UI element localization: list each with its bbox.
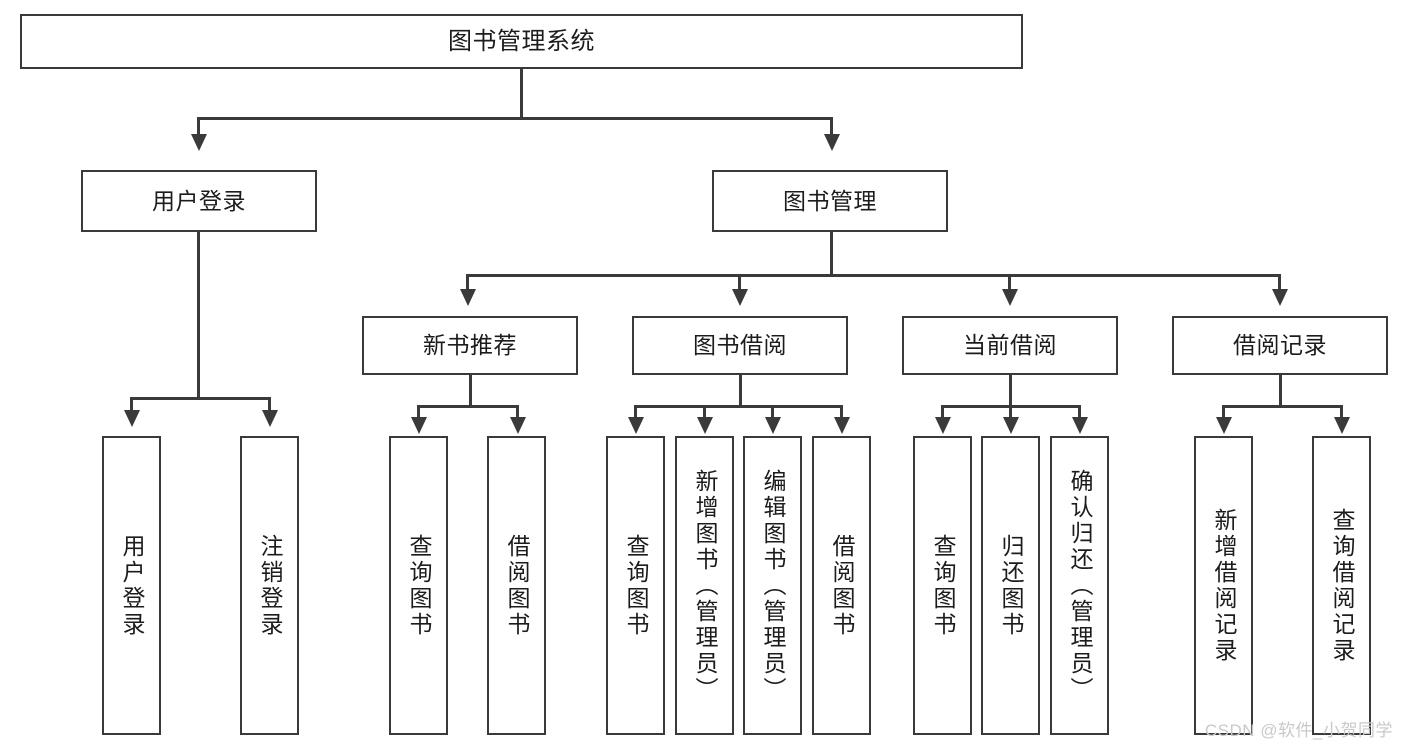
connector-user-login-drop-2: [268, 397, 271, 413]
connector-book-manage-stem: [830, 232, 833, 274]
arrow-to-user-login: [191, 134, 207, 151]
connector-level3-drop-3: [1008, 274, 1011, 292]
node-label: 新增图书（管理员）: [692, 468, 718, 703]
leaf-query-book-borrow[interactable]: 查询图书: [606, 436, 665, 735]
csdn-watermark: CSDN @软件_小贺同学: [1204, 721, 1393, 740]
connector-root-drop-1: [197, 117, 200, 137]
connector-current-borrow-drop-3: [1078, 405, 1081, 419]
arrow-new-book-leaf-2: [510, 417, 526, 434]
node-label: 图书管理系统: [448, 27, 595, 55]
connector-current-borrow-drop-2: [1009, 405, 1012, 419]
node-current-borrow[interactable]: 当前借阅: [902, 316, 1118, 375]
connector-new-book-drop-1: [417, 405, 420, 419]
leaf-return-book[interactable]: 归还图书: [981, 436, 1040, 735]
arrow-current-borrow-leaf-3: [1072, 417, 1088, 434]
arrow-to-current-borrow: [1002, 289, 1018, 306]
arrow-to-book-manage: [824, 134, 840, 151]
leaf-query-book-current[interactable]: 查询图书: [913, 436, 972, 735]
arrow-borrow-record-leaf-1: [1216, 417, 1232, 434]
leaf-borrow-book-recommend[interactable]: 借阅图书: [487, 436, 546, 735]
connector-book-borrow-stem: [739, 375, 742, 405]
leaf-query-borrow-record[interactable]: 查询借阅记录: [1312, 436, 1371, 735]
node-label: 用户登录: [152, 187, 246, 214]
arrow-current-borrow-leaf-1: [935, 417, 951, 434]
leaf-edit-book-admin[interactable]: 编辑图书（管理员）: [743, 436, 802, 735]
node-label: 新增借阅记录: [1211, 507, 1237, 664]
node-label: 编辑图书（管理员）: [760, 468, 786, 703]
connector-user-login-stem: [197, 232, 200, 397]
node-new-book-recommend[interactable]: 新书推荐: [362, 316, 578, 375]
node-label: 查询图书: [406, 533, 432, 638]
connector-root-bus: [197, 117, 833, 120]
arrow-new-book-leaf-1: [411, 417, 427, 434]
connector-root-drop-2: [830, 117, 833, 137]
connector-new-book-stem: [469, 375, 472, 405]
arrow-book-borrow-leaf-2: [697, 417, 713, 434]
leaf-borrow-book[interactable]: 借阅图书: [812, 436, 871, 735]
connector-user-login-drop-1: [130, 397, 133, 413]
arrow-book-borrow-leaf-4: [834, 417, 850, 434]
node-label: 新书推荐: [423, 332, 517, 359]
arrow-borrow-record-leaf-2: [1334, 417, 1350, 434]
connector-book-borrow-drop-2: [703, 405, 706, 419]
connector-root-stem: [520, 69, 523, 117]
node-user-login[interactable]: 用户登录: [81, 170, 317, 232]
arrow-book-borrow-leaf-3: [765, 417, 781, 434]
connector-borrow-record-drop-1: [1222, 405, 1225, 419]
connector-borrow-record-drop-2: [1340, 405, 1343, 419]
leaf-add-book-admin[interactable]: 新增图书（管理员）: [675, 436, 734, 735]
node-borrow-record[interactable]: 借阅记录: [1172, 316, 1388, 375]
connector-book-borrow-drop-1: [634, 405, 637, 419]
leaf-confirm-return-admin[interactable]: 确认归还（管理员）: [1050, 436, 1109, 735]
arrow-book-borrow-leaf-1: [628, 417, 644, 434]
connector-level3-drop-1: [466, 274, 469, 292]
node-label: 归还图书: [998, 533, 1024, 638]
connector-new-book-drop-2: [516, 405, 519, 419]
connector-book-borrow-drop-3: [771, 405, 774, 419]
connector-level3-drop-4: [1278, 274, 1281, 292]
connector-current-borrow-drop-1: [941, 405, 944, 419]
arrow-to-leaf-logout: [262, 410, 278, 427]
node-label: 借阅图书: [504, 533, 530, 638]
arrow-to-new-book: [460, 289, 476, 306]
node-book-management[interactable]: 图书管理: [712, 170, 948, 232]
arrow-to-borrow-record: [1272, 289, 1288, 306]
connector-book-borrow-bus: [634, 405, 843, 408]
node-book-borrow[interactable]: 图书借阅: [632, 316, 848, 375]
node-label: 用户登录: [119, 533, 145, 638]
leaf-query-book-recommend[interactable]: 查询图书: [389, 436, 448, 735]
node-label: 查询图书: [930, 533, 956, 638]
arrow-to-leaf-user-login: [124, 410, 140, 427]
node-label: 查询图书: [623, 533, 649, 638]
connector-level3-drop-2: [738, 274, 741, 292]
connector-borrow-record-stem: [1279, 375, 1282, 405]
node-label: 图书管理: [783, 187, 877, 214]
arrow-to-book-borrow: [732, 289, 748, 306]
connector-book-borrow-drop-4: [840, 405, 843, 419]
leaf-user-login[interactable]: 用户登录: [102, 436, 161, 735]
leaf-add-borrow-record[interactable]: 新增借阅记录: [1194, 436, 1253, 735]
connector-level3-bus: [466, 274, 1280, 277]
node-label: 确认归还（管理员）: [1067, 468, 1093, 703]
node-root-system[interactable]: 图书管理系统: [20, 14, 1023, 69]
node-label: 当前借阅: [963, 332, 1057, 359]
node-label: 图书借阅: [693, 332, 787, 359]
connector-borrow-record-bus: [1222, 405, 1342, 408]
node-label: 借阅记录: [1233, 332, 1327, 359]
arrow-current-borrow-leaf-2: [1003, 417, 1019, 434]
node-label: 借阅图书: [829, 533, 855, 638]
node-label: 注销登录: [257, 533, 283, 638]
connector-current-borrow-stem: [1009, 375, 1012, 405]
connector-new-book-bus: [417, 405, 519, 408]
connector-user-login-bus: [130, 397, 268, 400]
leaf-logout[interactable]: 注销登录: [240, 436, 299, 735]
node-label: 查询借阅记录: [1329, 507, 1355, 664]
